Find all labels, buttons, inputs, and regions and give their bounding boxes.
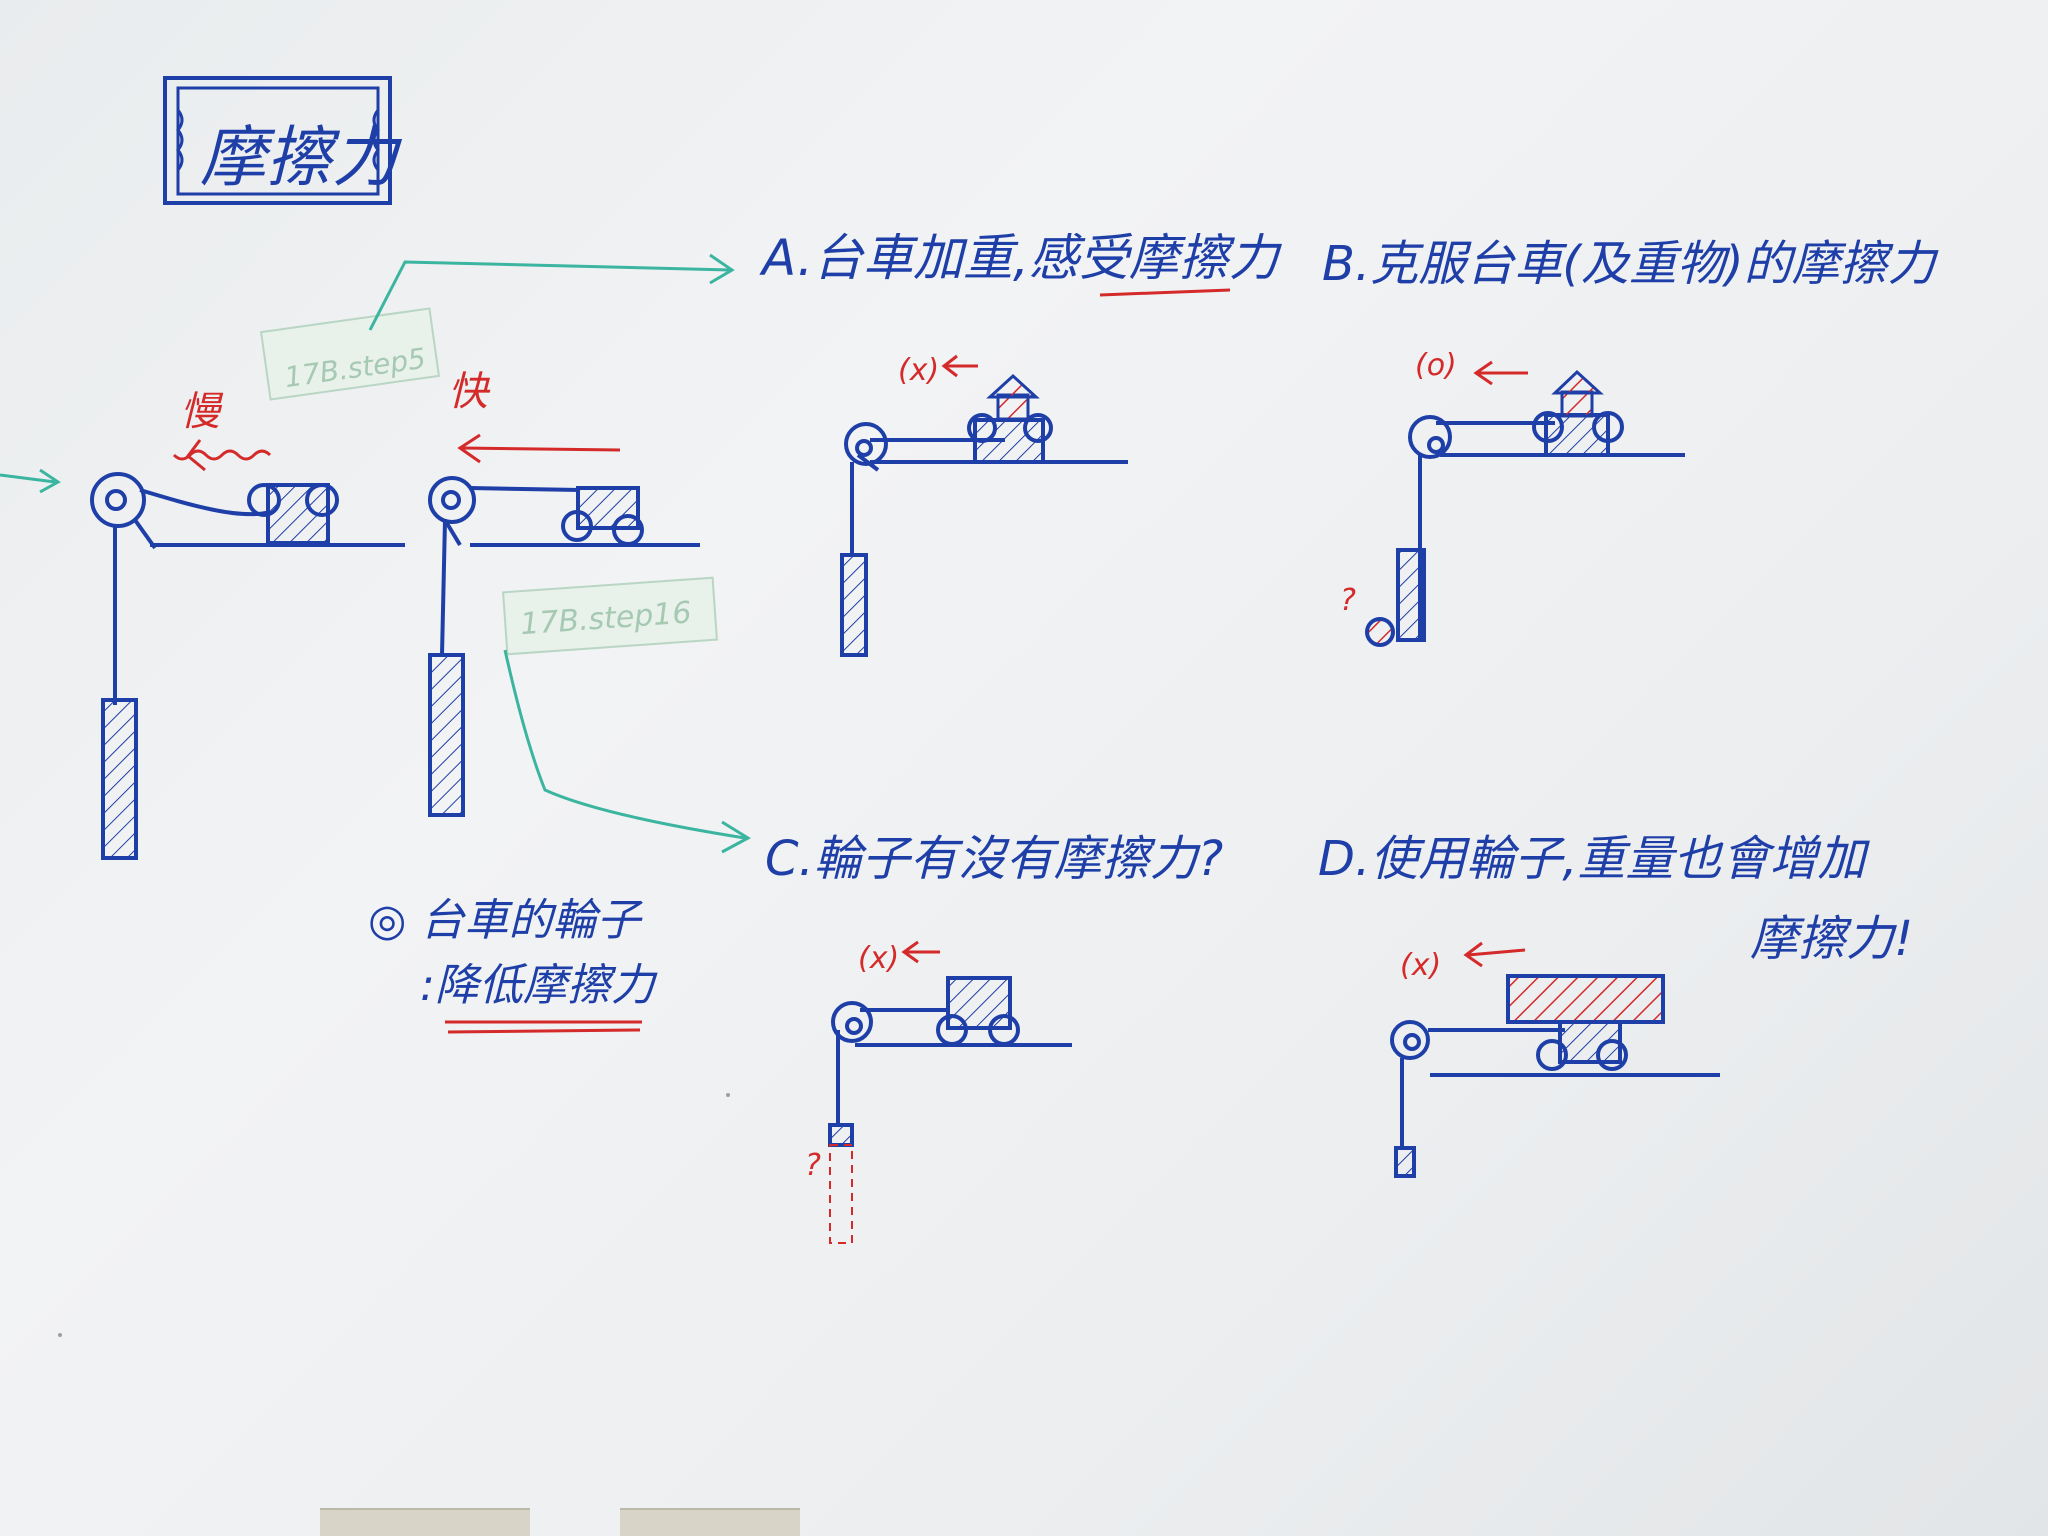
section-c-mark-arrow [901,940,940,964]
green-arrow-to-a [368,253,735,331]
section-d-title-line1: D.使用輪子,重量也會增加 [1318,831,1870,887]
section-a-mark: (x) [898,353,939,388]
section-b-mark-arrow [1473,360,1528,386]
left-note-line2: :降低摩擦力 [420,960,658,1011]
section-d-red-plank [1506,974,1665,1024]
section-d-mark-arrow [1463,941,1526,968]
sticky-note-2: 17B.step16 [502,576,718,656]
slow-label: 慢 [180,389,224,435]
board-smudge [58,1333,62,1337]
section-b-mark: (o) [1415,348,1457,383]
section-d-mark: (x) [1400,948,1441,983]
section-b-diagram [1396,411,1685,642]
section-a-mark-arrow [941,354,978,378]
section-c-question: ? [805,1148,821,1183]
section-a-title: A.台車加重,感受 [759,229,1133,287]
slow-arrow [172,439,272,472]
section-b-red-weight [1551,369,1604,418]
title-frame [163,76,392,205]
section-b-question: ? [1340,583,1356,618]
section-c-title: C.輪子有沒有摩擦力? [765,831,1223,887]
board-smudge [726,1093,730,1097]
section-a-title-underlined: 摩擦力 [1129,229,1283,287]
section-b-title: B.克服台車(及重物)的摩擦力 [1322,236,1939,292]
section-a-diagram [840,413,1128,657]
left-note-underline [445,1020,642,1034]
section-c-dashed-weight [829,1144,853,1244]
section-c-diagram [828,976,1072,1147]
section-d-title-line2: 摩擦力! [1750,911,1913,967]
section-c-mark: (x) [858,941,899,976]
section-a-red-weight [986,373,1040,421]
left-diagram-slow [90,472,405,860]
section-a-underline [1099,288,1231,297]
marker-tray-right [620,1508,800,1536]
fast-arrow [457,433,621,464]
board-title: 摩擦力 [200,119,403,196]
marker-tray-left [320,1508,530,1536]
svg-text:A.台車加重,感受摩擦力: A.台車加重,感受摩擦力 [759,229,1283,287]
left-diagram-fast [428,476,700,817]
sticky-note-1: 17B.step5 [259,307,441,401]
green-mark-left [0,468,61,494]
fast-label: 快 [448,369,491,415]
left-note-line1: ◎ 台車的輪子 [368,895,643,946]
section-d-diagram [1390,1020,1720,1178]
section-b-small-weight [1365,617,1395,647]
green-arrow-to-c [503,649,752,854]
